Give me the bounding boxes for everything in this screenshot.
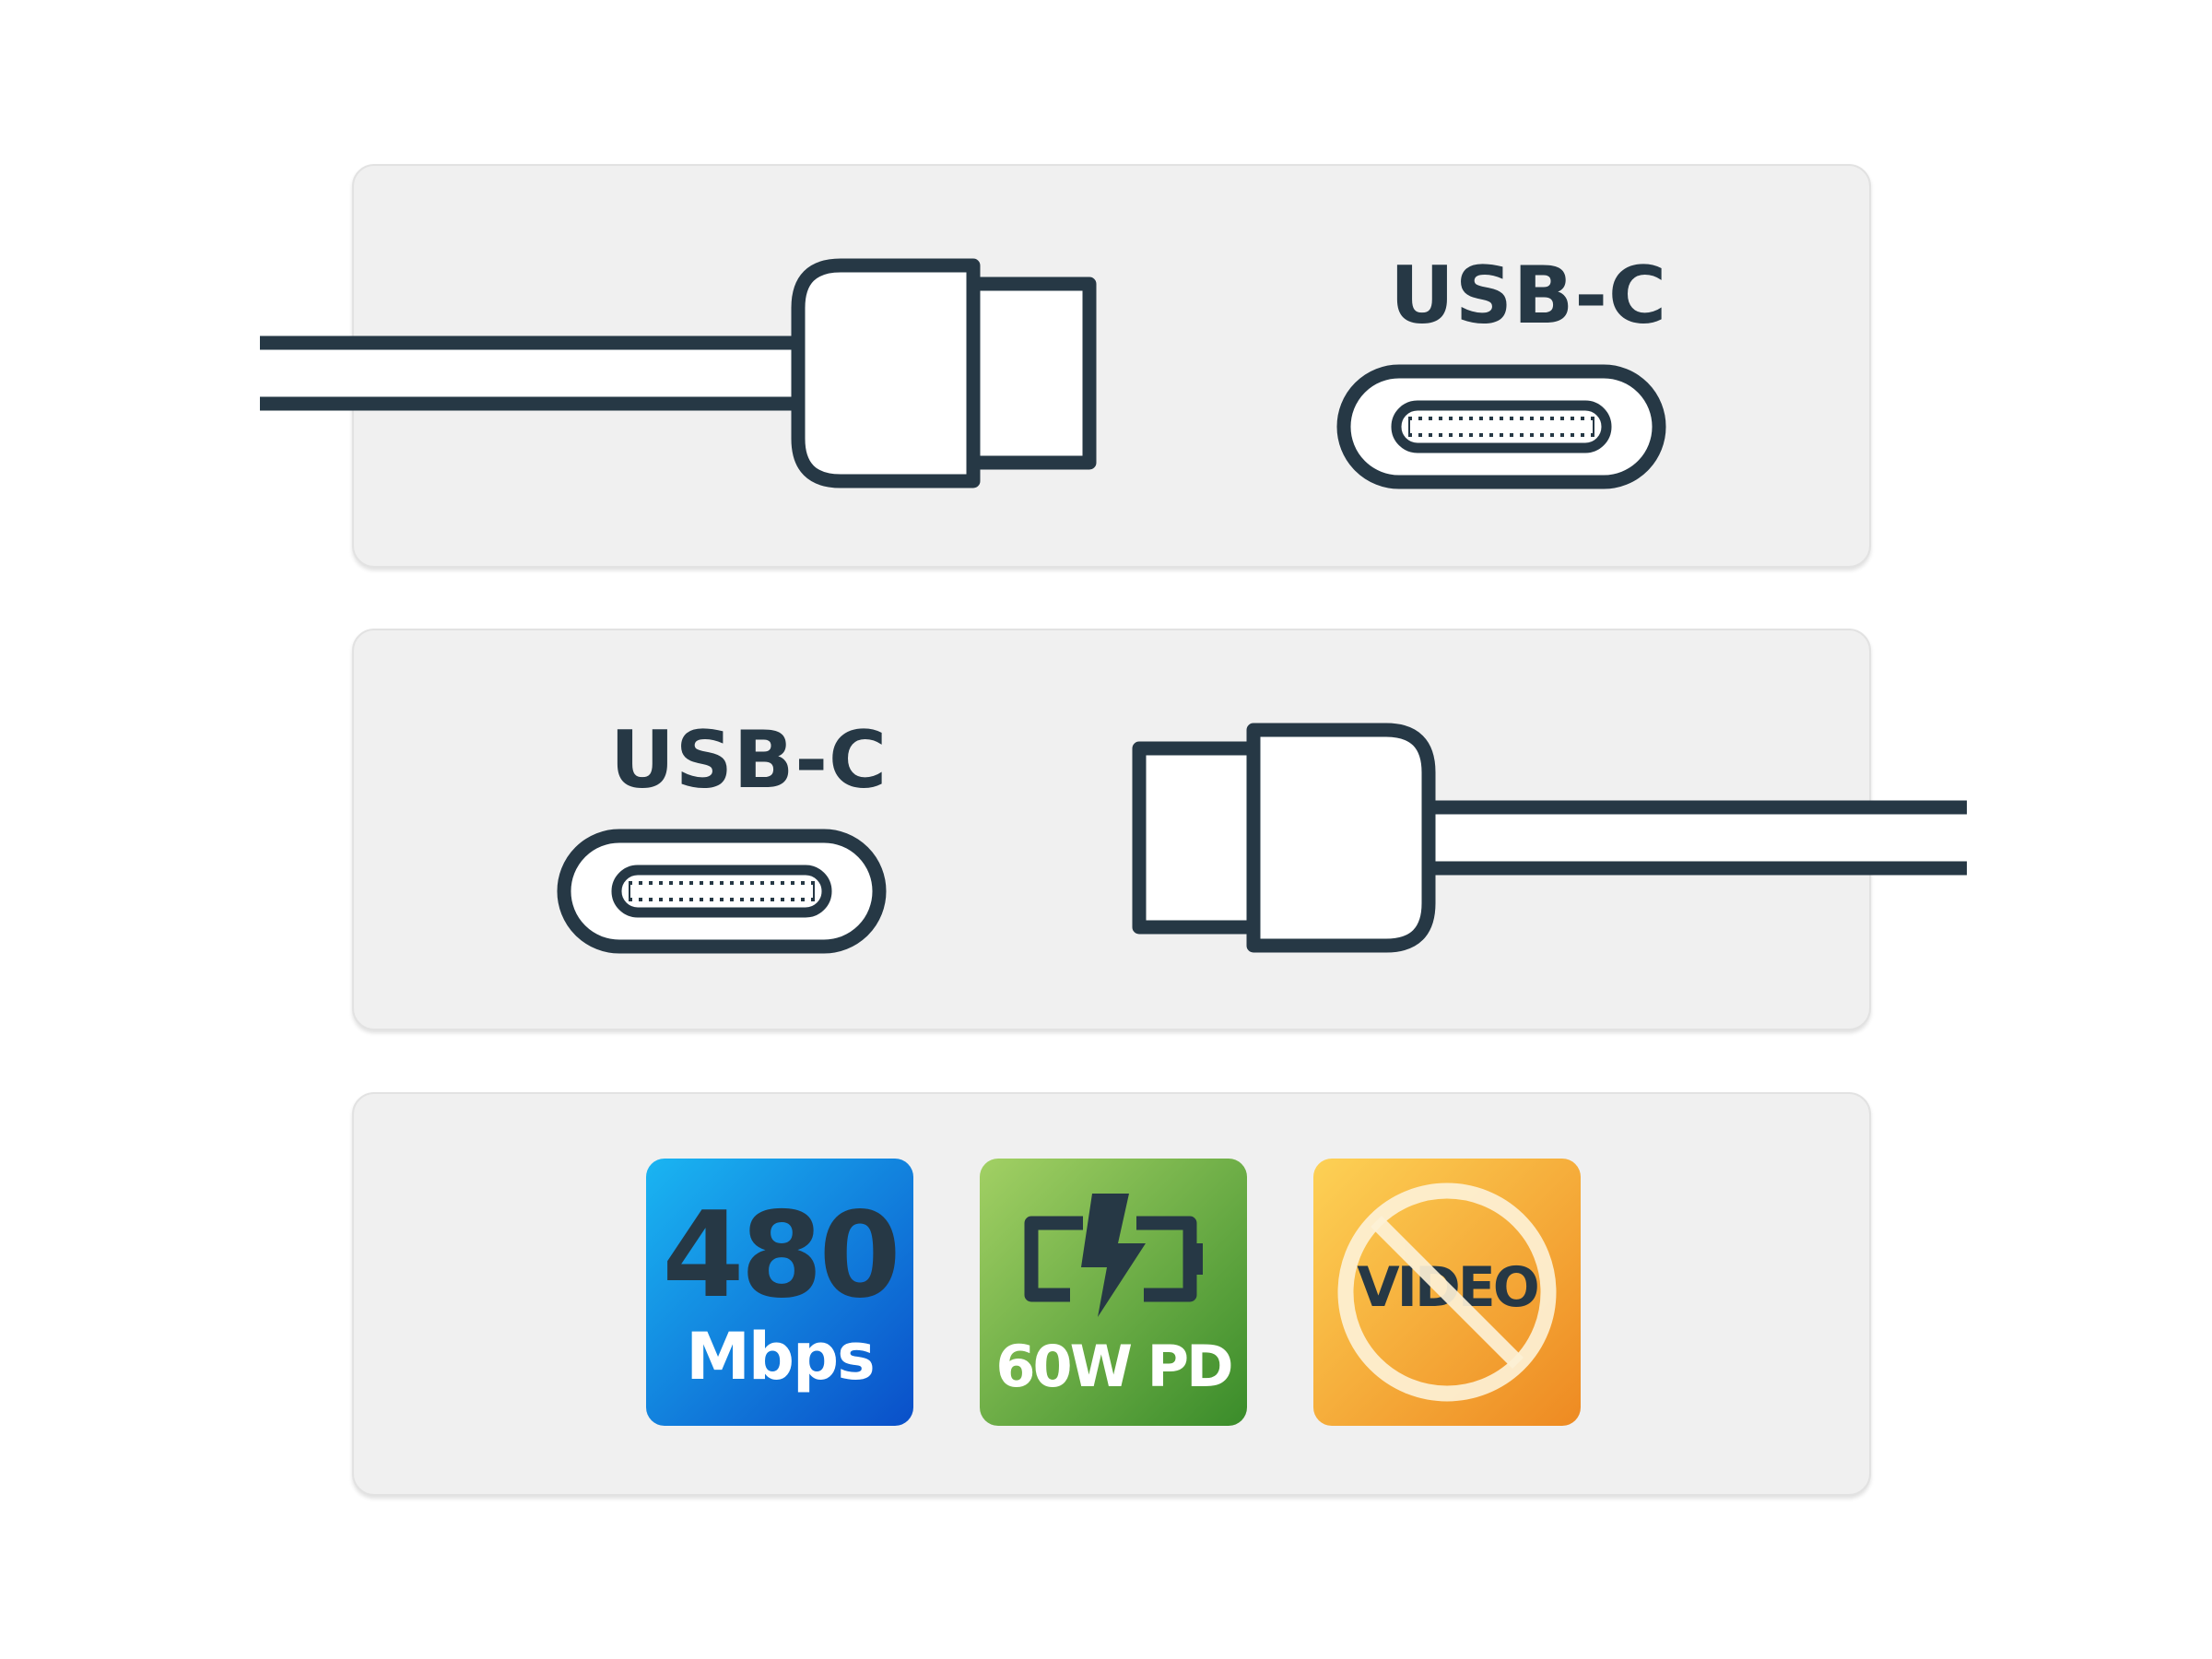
usb-c-port-icon-top xyxy=(1336,364,1666,489)
battery-charging-icon xyxy=(1024,1194,1203,1317)
video-badge: VIDEO xyxy=(1313,1159,1581,1426)
power-label: 60W PD xyxy=(995,1333,1233,1400)
power-badge-background xyxy=(980,1159,1247,1426)
usb-c-plug-icon-middle xyxy=(1132,723,1967,953)
power-badge: 60W PD xyxy=(980,1159,1247,1426)
speed-badge: 480 Mbps xyxy=(646,1159,913,1426)
speed-value: 480 xyxy=(662,1187,900,1324)
no-symbol-icon xyxy=(1337,1182,1557,1402)
usb-c-label-top: USB-C xyxy=(1390,250,1668,342)
usb-c-label-middle: USB-C xyxy=(610,714,888,806)
usb-c-plug-icon-top xyxy=(260,258,1097,488)
speed-unit: Mbps xyxy=(686,1319,876,1394)
usb-c-port-icon-middle xyxy=(557,829,887,954)
speed-badge-background xyxy=(646,1159,913,1426)
